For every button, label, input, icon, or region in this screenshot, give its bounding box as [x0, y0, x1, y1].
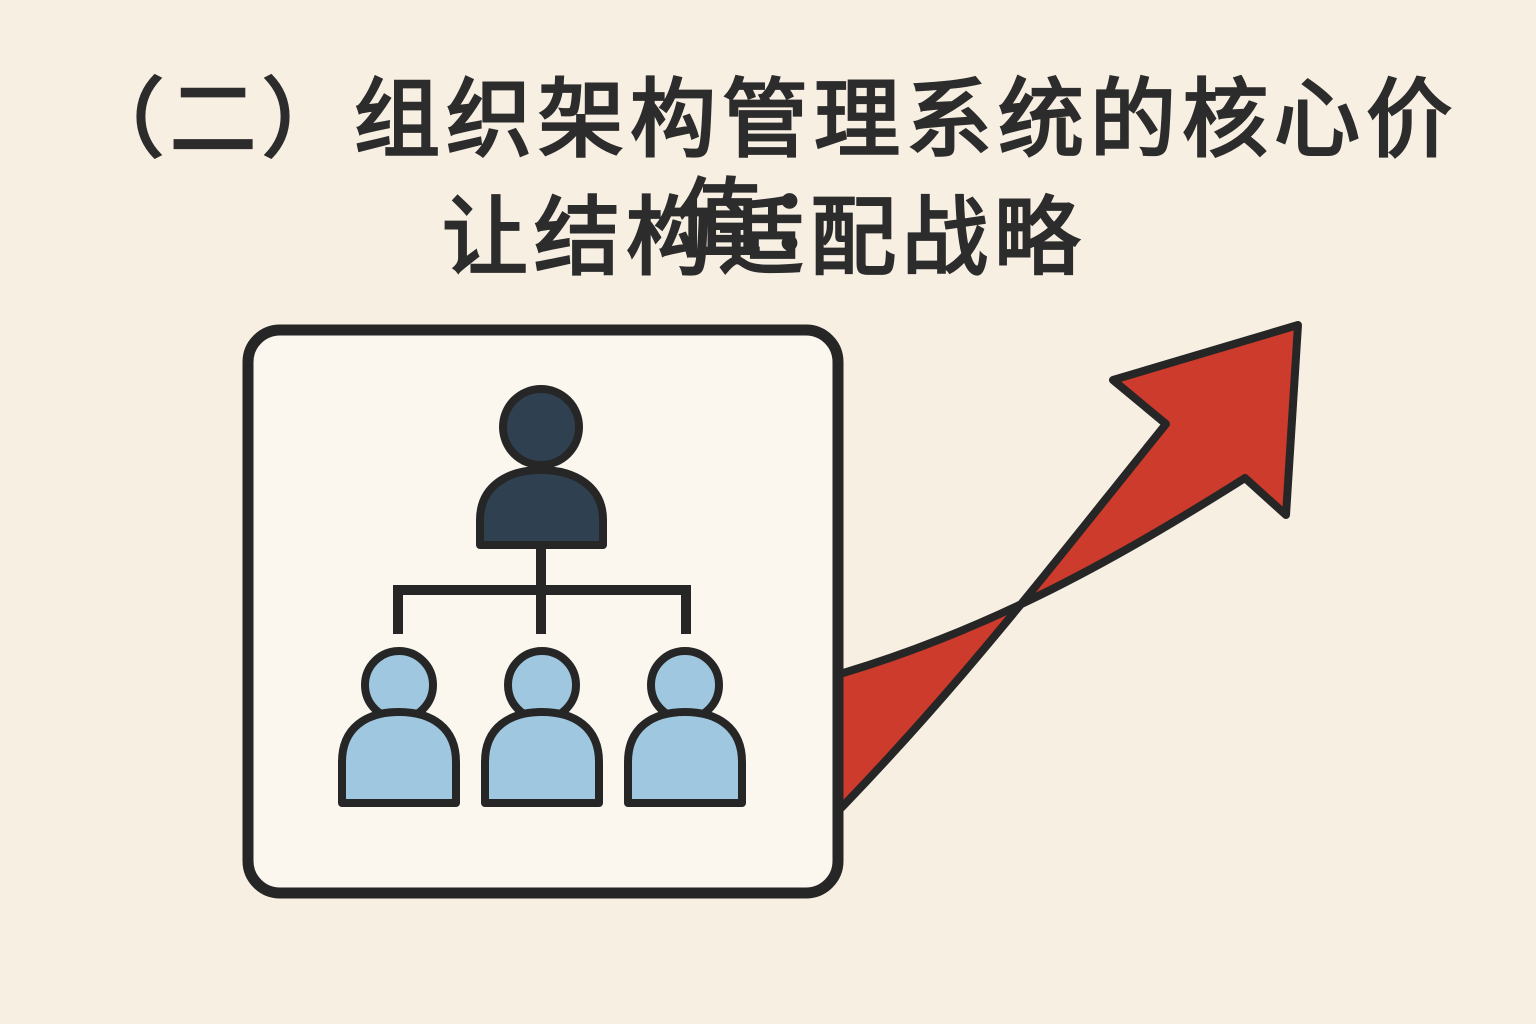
page-title-line-2: 让结构适配战略	[442, 188, 1086, 288]
arrow-shape	[796, 321, 1302, 854]
member-person-icon	[338, 647, 460, 807]
org-chart-icon	[338, 385, 746, 807]
page-title-line-1: （二）组织架构管理系统的核心价值：	[78, 70, 1458, 270]
leader-person-icon	[476, 385, 607, 549]
member-person-icon	[481, 647, 603, 807]
member-person-icon	[624, 647, 746, 807]
